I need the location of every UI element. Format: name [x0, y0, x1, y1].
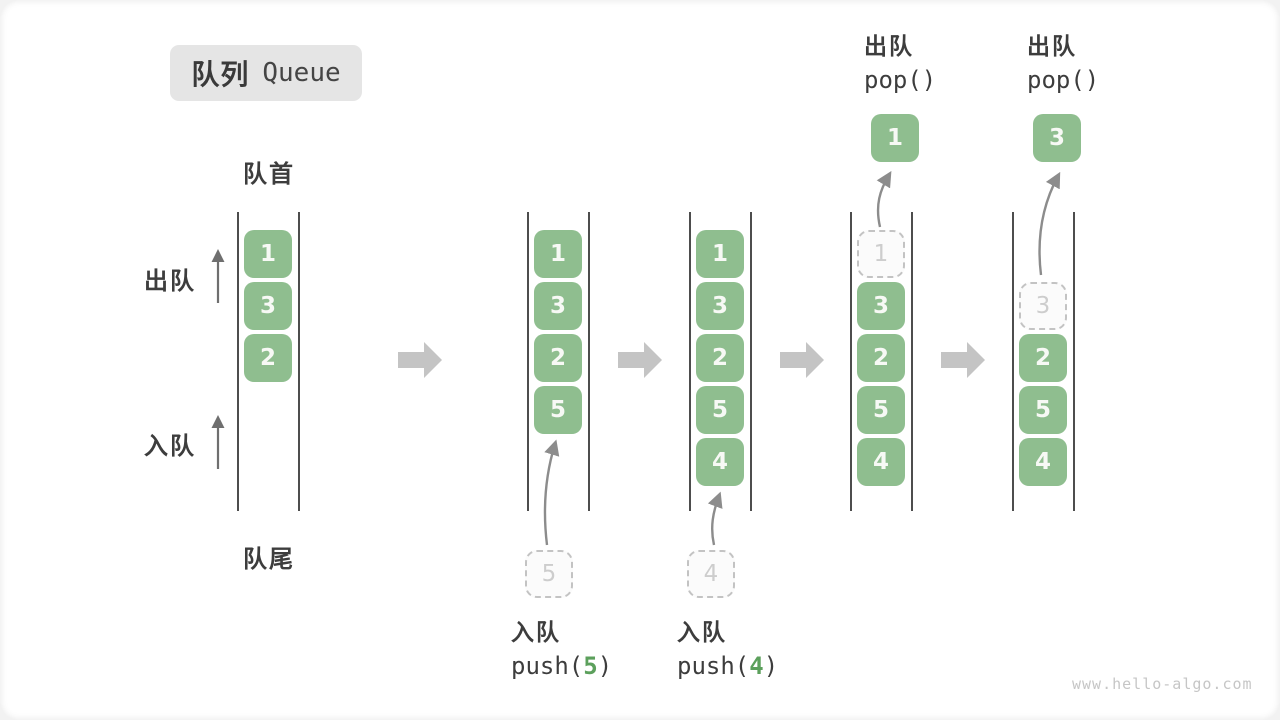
queue-item-ghost: 1 — [857, 230, 905, 278]
queue-wall — [750, 212, 752, 511]
queue-item: 2 — [244, 334, 292, 382]
queue-item: 5 — [857, 386, 905, 434]
queue-item: 2 — [696, 334, 744, 382]
dequeue-side-label: 出队 — [144, 268, 196, 295]
popped-item: 3 — [1033, 114, 1081, 162]
op-zh-label: 入队 — [677, 619, 727, 645]
push-op-label-2: 入队 push(4) — [677, 615, 778, 683]
queue-item: 4 — [857, 438, 905, 486]
queue-wall — [298, 212, 300, 511]
queue-wall — [588, 212, 590, 511]
op-code-label: pop() — [1027, 66, 1100, 94]
title-badge: 队列 Queue — [170, 45, 362, 101]
enqueue-arrow-push5-icon — [543, 439, 560, 546]
queue-item: 4 — [1019, 438, 1067, 486]
push-arg-accent: 5 — [583, 652, 598, 680]
enqueue-side-label: 入队 — [144, 433, 196, 460]
pop-op-label-1: 出队 pop() — [864, 29, 936, 97]
queue-item: 3 — [696, 282, 744, 330]
queue-front-label: 队首 — [243, 161, 295, 188]
queue-item: 5 — [696, 386, 744, 434]
enqueue-arrow-push4-icon — [707, 491, 723, 546]
pop-op-label-2: 出队 pop() — [1027, 29, 1099, 97]
right-block-arrow-icon — [398, 342, 442, 378]
watermark: www.hello-algo.com — [1072, 675, 1253, 693]
dequeue-arrow-pop1-icon — [876, 170, 892, 228]
queue-item: 3 — [244, 282, 292, 330]
queue-wall — [689, 212, 691, 511]
op-code-label: push(5) — [511, 652, 613, 680]
queue-wall — [911, 212, 913, 511]
title-zh: 队列 — [191, 59, 250, 90]
popped-item: 1 — [871, 114, 919, 162]
op-code-label: pop() — [864, 66, 937, 94]
op-zh-label: 出队 — [1027, 33, 1077, 59]
queue-rear-label: 队尾 — [243, 546, 295, 573]
incoming-item: 4 — [687, 550, 735, 598]
queue-item: 3 — [534, 282, 582, 330]
op-zh-label: 入队 — [511, 619, 561, 645]
push-op-label-1: 入队 push(5) — [511, 615, 612, 683]
title-en: Queue — [262, 58, 341, 88]
queue-item: 5 — [534, 386, 582, 434]
queue-wall — [1012, 212, 1014, 511]
queue-item: 2 — [1019, 334, 1067, 382]
right-block-arrow-icon — [780, 342, 824, 378]
queue-item: 2 — [534, 334, 582, 382]
queue-item: 1 — [244, 230, 292, 278]
op-zh-label: 出队 — [864, 33, 914, 59]
incoming-item: 5 — [525, 550, 573, 598]
op-code-label: push(4) — [677, 652, 779, 680]
queue-wall — [527, 212, 529, 511]
queue-wall — [1073, 212, 1075, 511]
queue-item: 5 — [1019, 386, 1067, 434]
queue-item: 4 — [696, 438, 744, 486]
queue-item-ghost: 3 — [1019, 282, 1067, 330]
queue-item: 2 — [857, 334, 905, 382]
queue-wall — [237, 212, 239, 511]
right-block-arrow-icon — [618, 342, 662, 378]
right-block-arrow-icon — [941, 342, 985, 378]
queue-item: 1 — [696, 230, 744, 278]
queue-item: 3 — [857, 282, 905, 330]
push-arg-accent: 4 — [749, 652, 764, 680]
dequeue-arrow-pop3-icon — [1038, 171, 1061, 276]
queue-item: 1 — [534, 230, 582, 278]
queue-wall — [850, 212, 852, 511]
